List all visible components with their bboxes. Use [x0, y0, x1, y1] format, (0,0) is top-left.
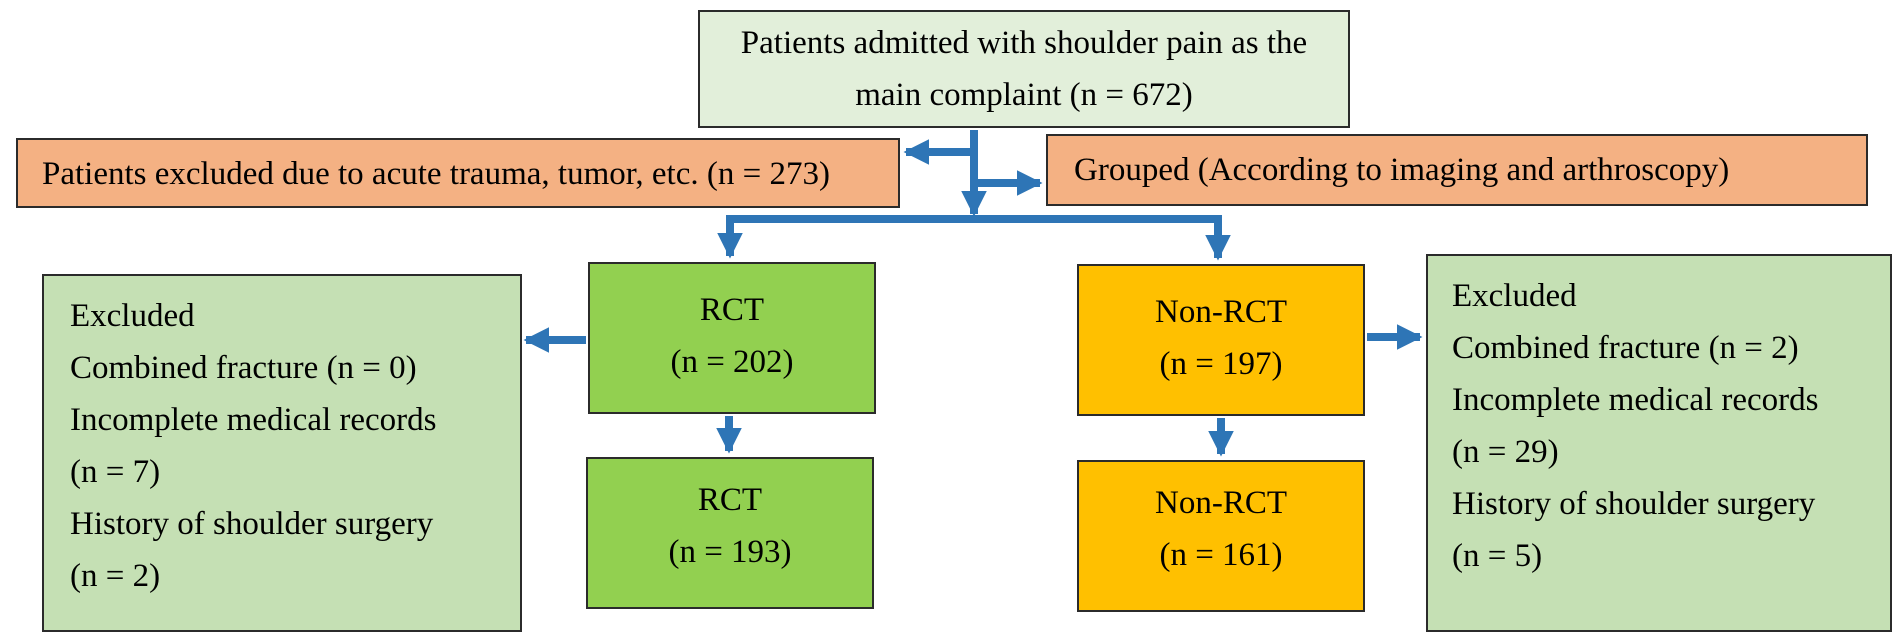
excluded-nonrct-line: (n = 5)	[1452, 538, 1543, 574]
rct-initial-count: (n = 202)	[670, 344, 794, 380]
nonrct-initial-box: Non-RCT (n = 197)	[1077, 264, 1365, 416]
rct-initial-label: RCT	[699, 292, 765, 328]
excluded-trauma-text: Patients excluded due to acute trauma, t…	[42, 156, 830, 192]
nonrct-final-label: Non-RCT	[1155, 485, 1287, 521]
excluded-nonrct-line: Incomplete medical records	[1452, 382, 1819, 418]
excluded-rct-line: History of shoulder surgery	[70, 506, 434, 542]
rct-final-count: (n = 193)	[668, 534, 792, 570]
excluded-nonrct-line: History of shoulder surgery	[1452, 486, 1816, 522]
nonrct-final-count: (n = 161)	[1159, 537, 1283, 573]
grouped-box: Grouped (According to imaging and arthro…	[1046, 134, 1868, 206]
excluded-rct-line: Incomplete medical records	[70, 402, 437, 438]
excluded-trauma-box: Patients excluded due to acute trauma, t…	[16, 138, 900, 208]
excluded-nonrct-line: Excluded	[1452, 278, 1577, 314]
excluded-rct-line: Excluded	[70, 298, 195, 334]
nonrct-initial-label: Non-RCT	[1155, 294, 1287, 330]
excluded-nonrct-line: (n = 29)	[1452, 434, 1559, 470]
excluded-rct-box: Excluded Combined fracture (n = 0) Incom…	[42, 274, 522, 632]
rct-final-box: RCT (n = 193)	[586, 457, 874, 609]
rct-final-label: RCT	[697, 482, 763, 518]
admitted-line-1: Patients admitted with shoulder pain as …	[740, 25, 1308, 61]
excluded-rct-line: Combined fracture (n = 0)	[70, 350, 417, 386]
grouped-text: Grouped (According to imaging and arthro…	[1074, 152, 1730, 188]
admitted-line-2: main complaint (n = 672)	[855, 77, 1193, 113]
excluded-rct-line: (n = 2)	[70, 558, 161, 594]
excluded-nonrct-line: Combined fracture (n = 2)	[1452, 330, 1799, 366]
excluded-nonrct-box: Excluded Combined fracture (n = 2) Incom…	[1426, 254, 1892, 632]
nonrct-final-box: Non-RCT (n = 161)	[1077, 460, 1365, 612]
rct-initial-box: RCT (n = 202)	[588, 262, 876, 414]
admitted-patients-box: Patients admitted with shoulder pain as …	[698, 10, 1350, 128]
nonrct-initial-count: (n = 197)	[1159, 346, 1283, 382]
excluded-rct-line: (n = 7)	[70, 454, 161, 490]
